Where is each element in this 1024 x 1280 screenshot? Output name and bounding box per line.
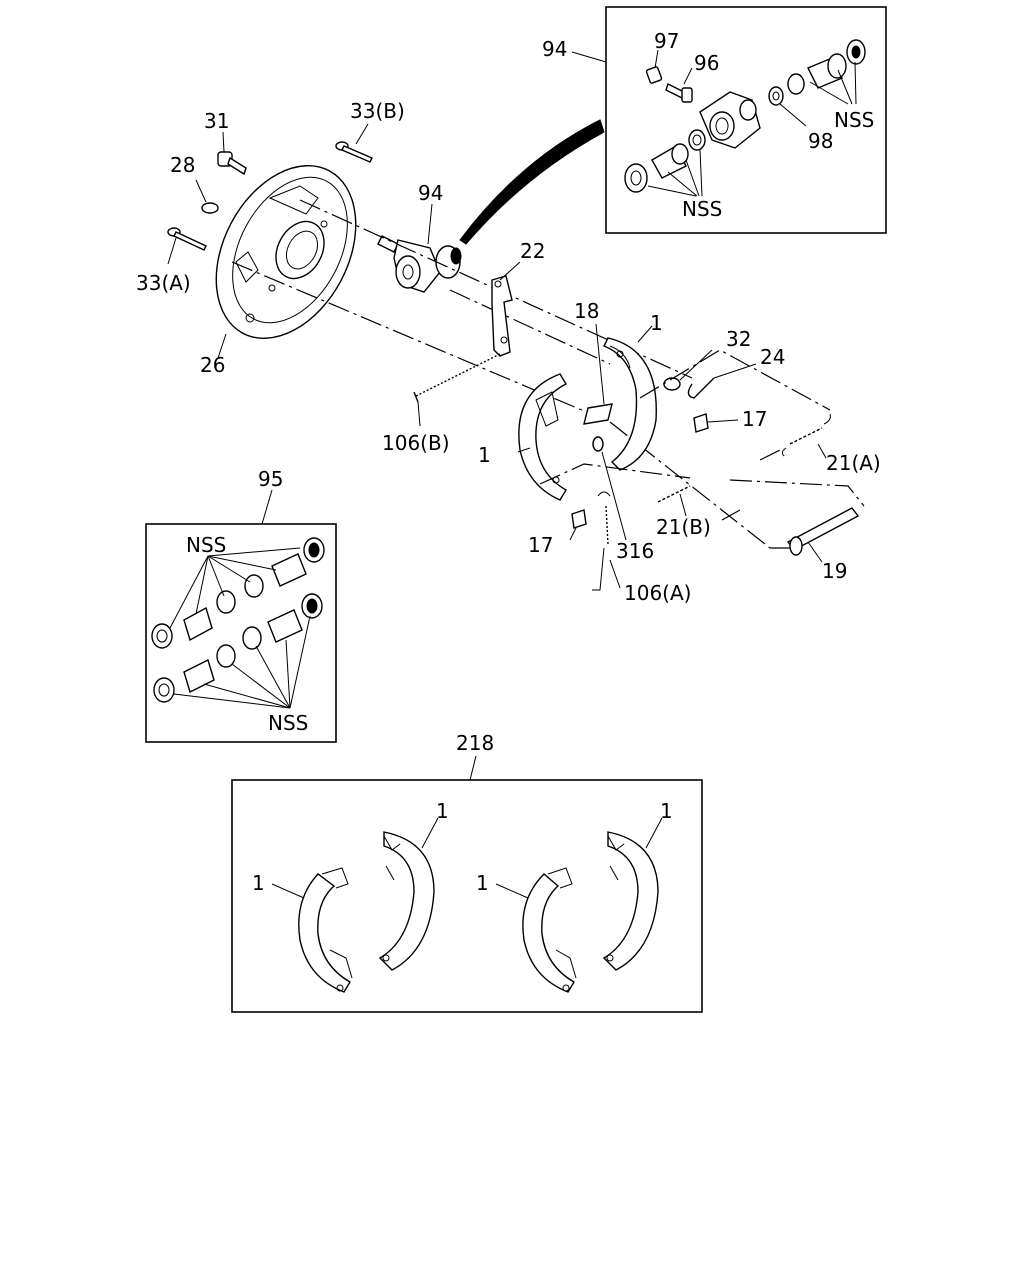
brake-shoe-left-1 <box>518 373 567 501</box>
piston-right <box>787 39 866 95</box>
label-32: 32 <box>726 327 751 351</box>
hold-down-cup-17-lower <box>569 509 587 541</box>
kit-shoe-d <box>602 831 659 971</box>
label-1-kit-c: 1 <box>476 871 489 895</box>
label-106b: 106(B) <box>382 431 450 455</box>
label-1-upper-right: 1 <box>650 311 663 335</box>
label-106a: 106(A) <box>624 581 691 605</box>
kit-shoe-c <box>522 867 577 993</box>
label-1-kit-d: 1 <box>660 799 673 823</box>
label-94-box: 94 <box>542 37 567 61</box>
label-18: 18 <box>574 299 599 323</box>
cylinder-body-94 <box>699 91 761 149</box>
grommet-28 <box>195 179 219 214</box>
label-97: 97 <box>654 29 679 53</box>
label-17-right: 17 <box>742 407 767 431</box>
return-spring-21b <box>657 485 691 517</box>
label-94-wheel: 94 <box>418 181 443 205</box>
label-26: 26 <box>200 353 225 377</box>
piston-left <box>624 129 706 193</box>
label-33b: 33(B) <box>350 99 405 123</box>
label-316: 316 <box>616 539 654 563</box>
label-19: 19 <box>822 559 847 583</box>
return-spring-21a <box>781 413 831 459</box>
bleeder-screw-96 <box>665 67 693 103</box>
bolt-31 <box>217 131 247 176</box>
wheel-cylinder-94 <box>377 235 462 293</box>
label-nss-box94-right: NSS <box>834 108 874 132</box>
label-1-left: 1 <box>478 443 491 467</box>
label-nss-box95-top: NSS <box>186 533 226 557</box>
label-218: 218 <box>456 731 494 755</box>
label-1-kit-a: 1 <box>252 871 265 895</box>
label-nss-box94-bottom: NSS <box>682 197 722 221</box>
label-17-lower: 17 <box>528 533 553 557</box>
brake-shoe-right-1 <box>603 337 657 471</box>
clip-24 <box>687 363 757 399</box>
backing-plate-26 <box>215 165 357 339</box>
label-nss-box95-bottom: NSS <box>268 711 308 735</box>
kit-95-parts <box>151 537 325 703</box>
label-33a: 33(A) <box>136 271 191 295</box>
adjuster-spring-106a <box>592 491 621 591</box>
label-96: 96 <box>694 51 719 75</box>
label-95: 95 <box>258 467 283 491</box>
label-31: 31 <box>204 109 229 133</box>
parking-lever-22 <box>491 275 513 357</box>
box-95-kit <box>145 523 337 743</box>
bleeder-cap-97 <box>645 49 663 84</box>
label-1-kit-b: 1 <box>436 799 449 823</box>
label-21a: 21(A) <box>826 451 881 475</box>
label-28: 28 <box>170 153 195 177</box>
callout-arrow <box>459 119 605 245</box>
cylinder-seal-98 <box>768 86 807 127</box>
adjuster-assembly-19 <box>786 507 860 563</box>
kit-shoe-b <box>378 831 435 971</box>
label-24: 24 <box>760 345 785 369</box>
box-94-kit <box>605 6 887 234</box>
strut-18 <box>583 323 613 425</box>
washer-32 <box>663 349 713 391</box>
box-218-kit <box>231 779 703 1013</box>
label-98: 98 <box>808 129 833 153</box>
label-22: 22 <box>520 239 545 263</box>
pin-33a <box>167 227 207 265</box>
kit-shoe-a <box>298 867 353 993</box>
hold-down-cup-17-right <box>693 413 739 433</box>
label-21b: 21(B) <box>656 515 711 539</box>
adjuster-spring-106b <box>413 353 501 403</box>
kit-95-leaders <box>169 547 311 709</box>
pin-33b <box>335 123 373 163</box>
